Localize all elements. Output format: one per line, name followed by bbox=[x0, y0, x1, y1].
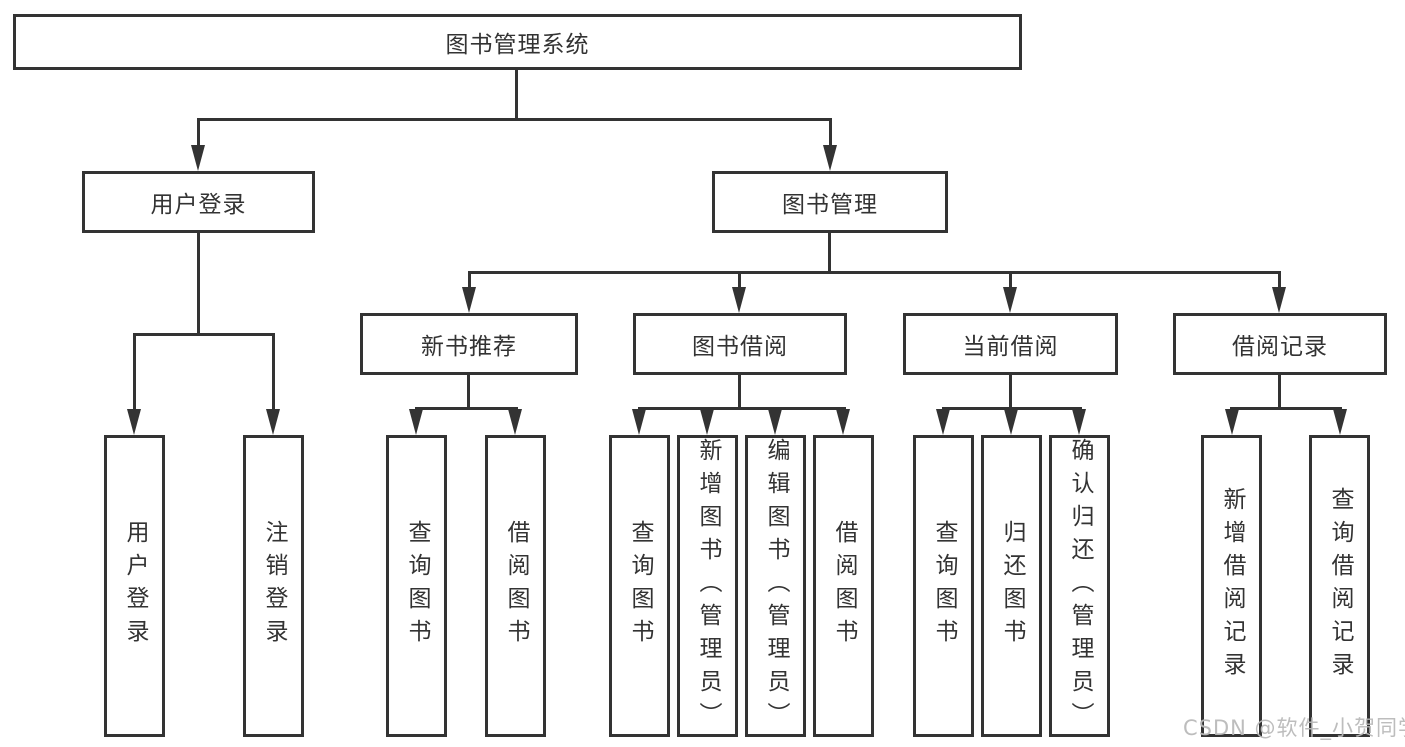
node-label: 借阅记录 bbox=[1232, 334, 1328, 360]
leaf-label: 注销登录 bbox=[261, 520, 287, 652]
arrow-down-icon bbox=[266, 409, 280, 435]
connector-line bbox=[638, 407, 846, 410]
leaf-user-login: 用户登录 bbox=[104, 435, 165, 737]
csdn-watermark: CSDN @软件_小贺同学 bbox=[1183, 716, 1405, 740]
connector-line bbox=[133, 333, 275, 336]
connector-line bbox=[515, 70, 518, 120]
node-root-label: 图书管理系统 bbox=[445, 32, 590, 58]
arrow-down-icon bbox=[1004, 409, 1018, 435]
connector-line bbox=[1009, 271, 1012, 289]
arrow-down-icon bbox=[1272, 287, 1286, 313]
connector-line bbox=[468, 271, 1281, 274]
node-label: 图书管理 bbox=[782, 192, 878, 218]
leaf-edit-books-admin: 编辑图书（管理员） bbox=[745, 435, 806, 737]
leaf-add-books-admin: 新增图书（管理员） bbox=[677, 435, 738, 737]
arrow-down-icon bbox=[508, 409, 522, 435]
arrow-down-icon bbox=[462, 287, 476, 313]
arrow-down-icon bbox=[632, 409, 646, 435]
node-label: 图书借阅 bbox=[692, 334, 788, 360]
connector-line bbox=[197, 118, 832, 121]
connector-line bbox=[197, 118, 200, 148]
arrow-down-icon bbox=[936, 409, 950, 435]
arrow-down-icon bbox=[732, 287, 746, 313]
leaf-return-books: 归还图书 bbox=[981, 435, 1042, 737]
node-user-login: 用户登录 bbox=[82, 171, 315, 233]
leaf-query-books: 查询图书 bbox=[913, 435, 974, 737]
node-book-management: 图书管理 bbox=[712, 171, 948, 233]
node-label: 当前借阅 bbox=[962, 334, 1059, 360]
leaf-query-books: 查询图书 bbox=[386, 435, 447, 737]
arrow-down-icon bbox=[836, 409, 850, 435]
connector-line bbox=[829, 118, 832, 148]
node-label: 用户登录 bbox=[150, 192, 247, 218]
leaf-label: 用户登录 bbox=[122, 520, 148, 652]
arrow-down-icon bbox=[1225, 409, 1239, 435]
connector-line bbox=[1278, 271, 1281, 289]
connector-line bbox=[467, 375, 470, 409]
connector-line bbox=[415, 407, 518, 410]
node-new-book-recommend: 新书推荐 bbox=[360, 313, 578, 375]
leaf-label: 归还图书 bbox=[999, 520, 1025, 652]
leaf-borrow-books: 借阅图书 bbox=[813, 435, 874, 737]
connector-line bbox=[828, 233, 831, 273]
leaf-confirm-return-admin: 确认归还（管理员） bbox=[1049, 435, 1110, 737]
arrow-down-icon bbox=[1333, 409, 1347, 435]
leaf-query-borrow-record: 查询借阅记录 bbox=[1309, 435, 1370, 737]
node-label: 新书推荐 bbox=[421, 334, 517, 360]
connector-line bbox=[272, 333, 275, 411]
connector-line bbox=[133, 333, 136, 411]
leaf-borrow-books: 借阅图书 bbox=[485, 435, 546, 737]
arrow-down-icon bbox=[823, 145, 837, 171]
connector-line bbox=[1009, 375, 1012, 409]
connector-line bbox=[197, 233, 200, 335]
arrow-down-icon bbox=[127, 409, 141, 435]
arrow-down-icon bbox=[768, 409, 782, 435]
leaf-query-books: 查询图书 bbox=[609, 435, 670, 737]
leaf-label: 查询图书 bbox=[931, 520, 957, 652]
arrow-down-icon bbox=[700, 409, 714, 435]
leaf-label: 借阅图书 bbox=[503, 520, 529, 652]
connector-line bbox=[738, 271, 741, 289]
leaf-label: 借阅图书 bbox=[831, 520, 857, 652]
leaf-logout: 注销登录 bbox=[243, 435, 304, 737]
node-borrow-records: 借阅记录 bbox=[1173, 313, 1387, 375]
leaf-label: 新增借阅记录 bbox=[1219, 487, 1245, 685]
leaf-label: 新增图书（管理员） bbox=[695, 438, 721, 735]
arrow-down-icon bbox=[1003, 287, 1017, 313]
connector-line bbox=[468, 271, 471, 289]
node-root: 图书管理系统 bbox=[13, 14, 1022, 70]
connector-line bbox=[942, 407, 1082, 410]
leaf-label: 编辑图书（管理员） bbox=[763, 438, 789, 735]
leaf-add-borrow-record: 新增借阅记录 bbox=[1201, 435, 1262, 737]
connector-line bbox=[738, 375, 741, 409]
leaf-label: 查询图书 bbox=[404, 520, 430, 652]
node-book-borrow: 图书借阅 bbox=[633, 313, 847, 375]
node-current-borrow: 当前借阅 bbox=[903, 313, 1118, 375]
connector-line bbox=[1230, 407, 1342, 410]
connector-line bbox=[1278, 375, 1281, 409]
leaf-label: 查询图书 bbox=[627, 520, 653, 652]
arrow-down-icon bbox=[409, 409, 423, 435]
leaf-label: 查询借阅记录 bbox=[1327, 487, 1353, 685]
arrow-down-icon bbox=[191, 145, 205, 171]
arrow-down-icon bbox=[1072, 409, 1086, 435]
leaf-label: 确认归还（管理员） bbox=[1067, 438, 1093, 735]
